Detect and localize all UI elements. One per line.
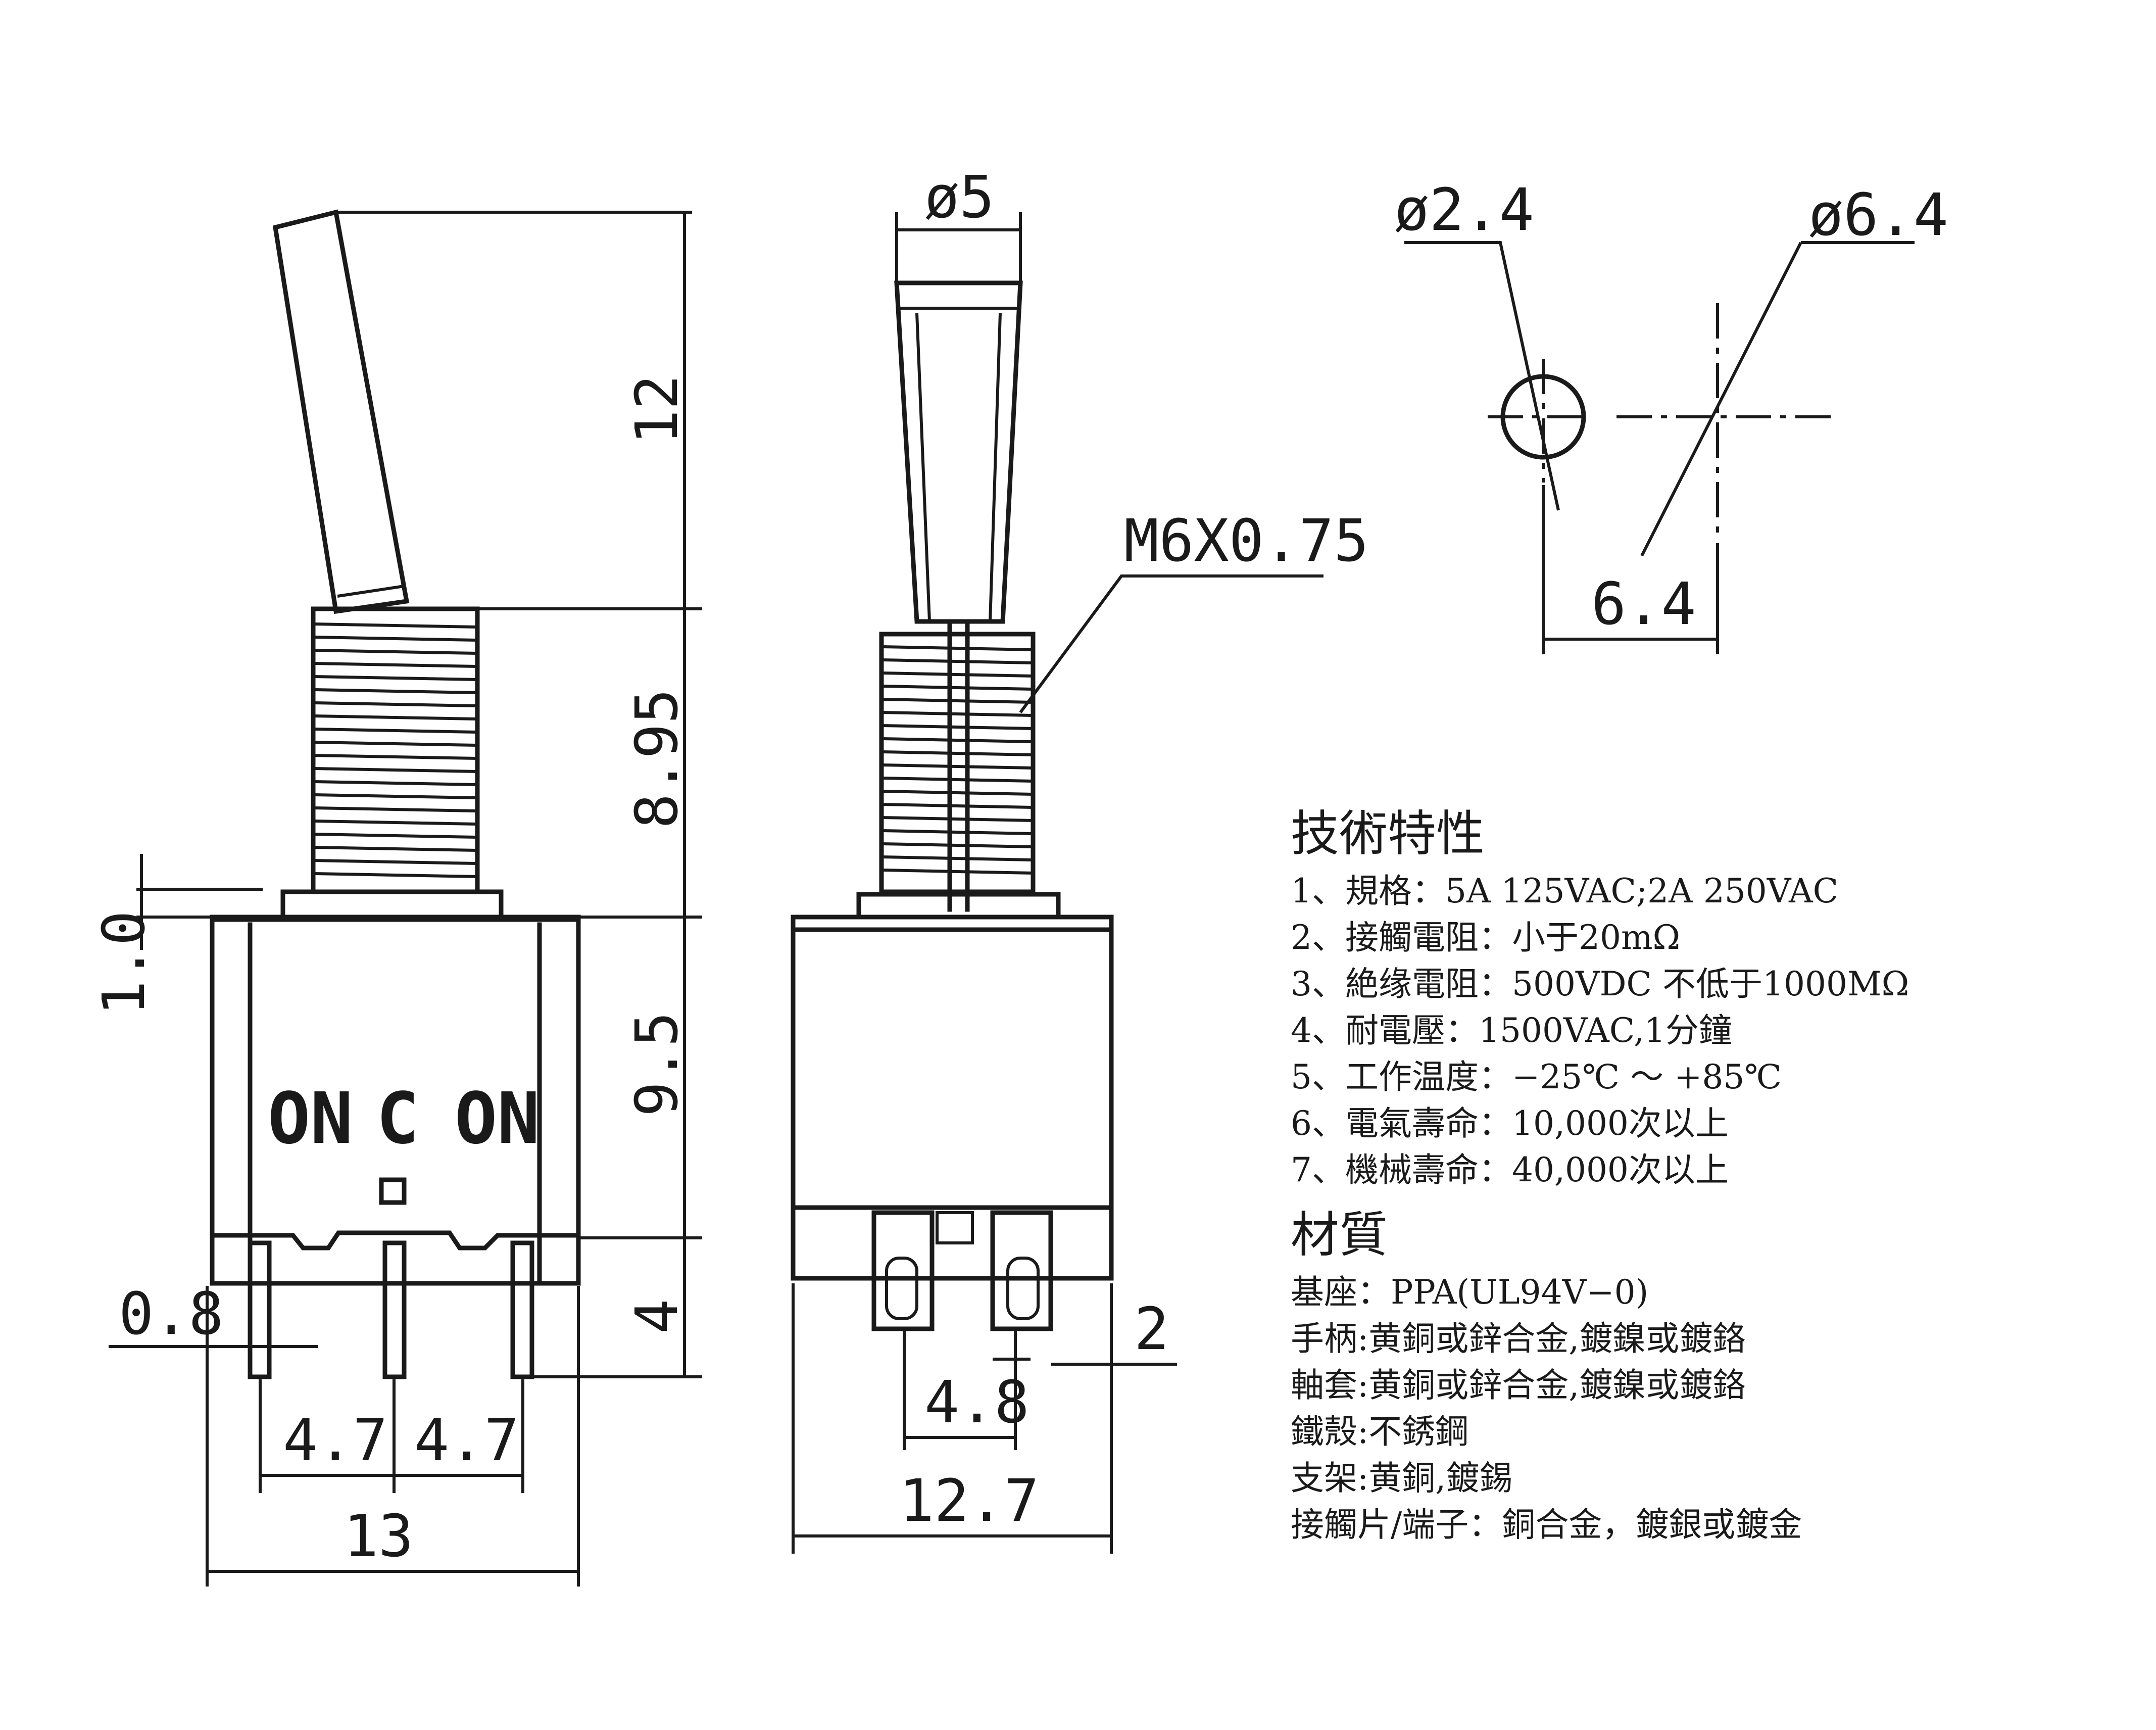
- side-bushing: [879, 632, 1036, 894]
- dim-hole-small: ø2.4: [1394, 176, 1534, 244]
- thread-line: [313, 806, 478, 812]
- dim-lever-diameter: ø5: [924, 164, 994, 231]
- thread-line: [313, 754, 478, 760]
- thread-line: [313, 872, 478, 878]
- thread-line: [313, 833, 478, 839]
- side-body: [791, 915, 1114, 1281]
- dim-pitch-left: 4.7: [283, 1407, 388, 1474]
- thread-line: [881, 829, 1034, 835]
- thread-line: [881, 711, 1034, 717]
- thread-line: [313, 649, 478, 655]
- front-body: [210, 917, 581, 1286]
- dim-base-flange: 1.0: [90, 910, 158, 1016]
- thread-line: [881, 869, 1034, 875]
- side-view: [791, 280, 1114, 1331]
- tech-item: 4、耐電壓：1500VAC,1分鐘: [1291, 1011, 1732, 1050]
- dim-body-height: 9.5: [623, 1012, 691, 1117]
- dim-overall-width: 13: [344, 1503, 413, 1570]
- dim-side-terminal-pitch: 4.8: [924, 1369, 1030, 1436]
- thread-line: [313, 701, 478, 707]
- thread-line: [881, 671, 1034, 678]
- material-item: 軸套:黄銅或鋅合金,鍍鎳或鍍鉻: [1291, 1366, 1746, 1405]
- thread-line: [881, 645, 1034, 651]
- thread-line: [313, 859, 478, 865]
- thread-line: [313, 688, 478, 694]
- thread-line: [881, 737, 1034, 743]
- thread-line: [881, 777, 1034, 783]
- front-flange: [280, 889, 504, 920]
- thread-line: [313, 714, 478, 720]
- marking-square: [379, 1177, 407, 1205]
- front-bushing: [311, 606, 480, 894]
- side-dimensions: ø5 M6X0.75 4.8 2 12.7: [792, 164, 1369, 1554]
- thread-line: [881, 698, 1034, 704]
- tech-item: 2、接觸電阻：小于20mΩ: [1291, 918, 1681, 957]
- thread-line: [313, 780, 478, 786]
- thread-line: [313, 741, 478, 747]
- thread-line: [881, 763, 1034, 770]
- dim-side-terminal-width: 2: [1134, 1295, 1169, 1363]
- thread-line: [313, 767, 478, 773]
- marking-on-left: ON: [268, 1078, 353, 1160]
- thread-line: [881, 803, 1034, 809]
- thread-line: [881, 855, 1034, 861]
- thread-line: [313, 728, 478, 734]
- front-terminal-left: [248, 1240, 272, 1379]
- marking-c: C: [376, 1078, 419, 1160]
- dim-bushing-height: 8.95: [623, 689, 691, 829]
- tech-item: 7、機械壽命：40,000次以上: [1291, 1150, 1729, 1189]
- dim-pitch-right: 4.7: [414, 1407, 519, 1474]
- side-terminal-left: [871, 1210, 935, 1331]
- side-terminal-right: [990, 1210, 1053, 1331]
- thread-line: [313, 675, 478, 681]
- dim-lever-height: 12: [623, 375, 691, 445]
- thread-line: [313, 846, 478, 852]
- thread-line: [313, 622, 478, 629]
- material-title: 材質: [1291, 1207, 1388, 1263]
- marking-on-right: ON: [455, 1078, 540, 1160]
- panel-cutout: ø2.4 ø6.4 6.4: [1394, 176, 1948, 654]
- thread-line: [881, 750, 1034, 756]
- thread-line: [881, 658, 1034, 664]
- front-dimensions: 12 8.95 9.5 4 1.0 0.8 4.7 4.7 13: [90, 211, 702, 1587]
- side-flange: [856, 892, 1061, 920]
- tech-item: 5、工作温度：−25℃ ～ +85℃: [1291, 1058, 1782, 1096]
- front-lever: [272, 209, 410, 614]
- thread-line: [881, 842, 1034, 848]
- material-item: 支架:黄銅,鍍錫: [1291, 1459, 1513, 1498]
- front-terminal-center: [382, 1240, 407, 1379]
- material-item: 接觸片/端子：銅合金，鍍銀或鍍金: [1291, 1505, 1802, 1544]
- dim-hole-spacing: 6.4: [1591, 570, 1696, 638]
- thread-line: [313, 820, 478, 826]
- tech-item: 3、絶缘電阻：500VDC 不低于1000MΩ: [1291, 965, 1909, 1003]
- tech-title: 技術特性: [1291, 805, 1485, 862]
- material-item: 鐵殼:不銹鋼: [1291, 1412, 1469, 1451]
- tech-item: 6、電氣壽命：10,000次以上: [1291, 1104, 1729, 1143]
- front-terminal-right: [510, 1240, 534, 1379]
- thread-line: [313, 636, 478, 642]
- thread-line: [313, 793, 478, 799]
- thread-line: [881, 816, 1034, 822]
- thread-line: [881, 724, 1034, 730]
- dim-terminal-length: 4: [623, 1299, 691, 1334]
- thread-line: [881, 685, 1034, 691]
- dim-hole-large: ø6.4: [1808, 181, 1948, 249]
- front-view: ON C ON: [210, 209, 581, 1379]
- side-lever: [894, 280, 1023, 624]
- material-item: 手柄:黄銅或鋅合金,鍍鎳或鍍鉻: [1291, 1319, 1746, 1358]
- thread-line: [881, 790, 1034, 796]
- dim-side-width: 12.7: [899, 1467, 1039, 1535]
- material-item: 基座：PPA(UL94V−0): [1291, 1273, 1649, 1312]
- dim-thread: M6X0.75: [1124, 507, 1369, 575]
- spec-panel: 技術特性 1、規格：5A 125VAC;2A 250VAC 2、接觸電阻：小于2…: [1291, 803, 2149, 1548]
- tech-item: 1、規格：5A 125VAC;2A 250VAC: [1291, 872, 1839, 910]
- thread-line: [313, 662, 478, 668]
